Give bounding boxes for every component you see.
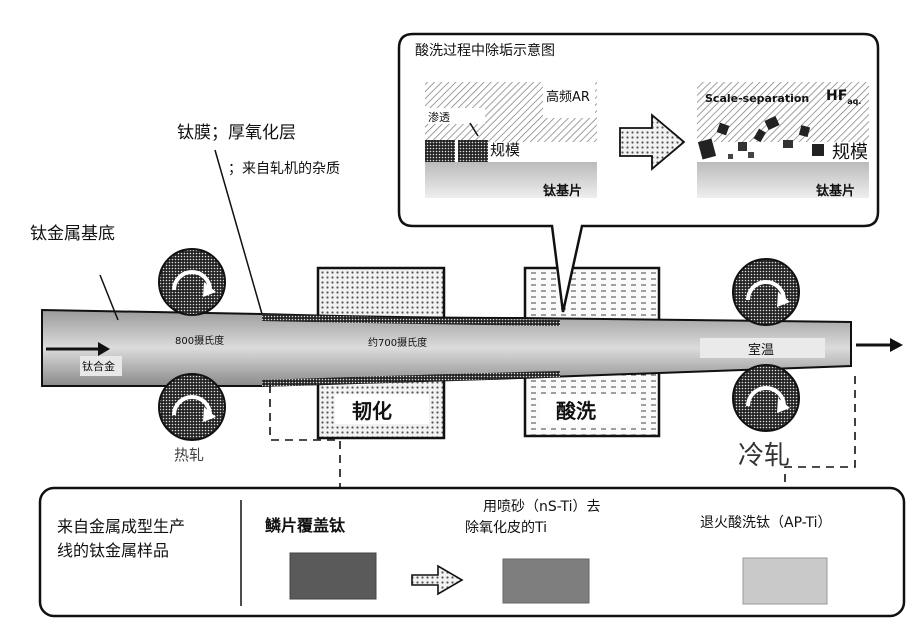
cold-roll-top xyxy=(732,258,800,326)
scale-covered-label: 鳞片覆盖钛 xyxy=(265,516,346,535)
ti-film-label: 钛膜；厚氧化层 xyxy=(177,123,296,143)
inset-right-panel xyxy=(697,82,869,198)
hot-roll-label: 热轧 xyxy=(174,446,205,464)
inset-right-substrate-label: 钛基片 xyxy=(816,184,856,199)
inset-acid-label: 高频AR xyxy=(546,90,590,105)
ti-substrate-label: 钛金属基底 xyxy=(30,224,115,244)
inset-title: 酸洗过程中除垢示意图 xyxy=(415,43,555,59)
sample-sandblasted xyxy=(502,558,590,604)
room-temp-label: 室温 xyxy=(748,343,775,358)
dashed-route-left xyxy=(269,385,341,495)
annealing-label-bg xyxy=(335,394,429,424)
sample-scale-covered xyxy=(289,552,377,600)
sandblasted-label: 用喷砂（nS-Ti）去 除氧化皮的Ti xyxy=(465,499,601,536)
annealing-label: 韧化 xyxy=(352,399,392,423)
hot-roll-bottom xyxy=(158,373,226,441)
inlet-arrow xyxy=(46,342,110,356)
inset-transition-arrow xyxy=(619,113,686,171)
pickling-label-bg xyxy=(540,394,640,424)
inset-separation-label: Scale-separation xyxy=(705,92,810,105)
inlet-label: 钛合金 xyxy=(82,360,115,373)
pickling-label: 酸洗 xyxy=(556,399,596,423)
film-leader xyxy=(214,149,263,315)
temp-700-label: 约700摄氏度 xyxy=(368,338,428,349)
inset-penetration-label: 渗透 xyxy=(428,111,450,124)
cold-roll-label: 冷轧 xyxy=(738,441,791,471)
oxide-layer-top xyxy=(262,314,560,326)
sample-annealed xyxy=(742,557,828,605)
substrate-leader xyxy=(99,274,119,321)
inset-left-panel xyxy=(425,82,597,198)
hot-roll-top xyxy=(158,248,226,316)
temp-800-label: 800摄氏度 xyxy=(175,336,225,347)
sample-arrow xyxy=(411,564,464,596)
outlet-arrow xyxy=(856,338,903,352)
cold-roll-bottom xyxy=(732,364,800,432)
inset-left-substrate-label: 钛基片 xyxy=(543,184,583,199)
inset-hf-label: HFaq. xyxy=(826,88,862,106)
inset-left-scale-label: 规模 xyxy=(490,141,521,159)
impurity-label: ；来自轧机的杂质 xyxy=(228,161,340,177)
inset-right-scale-label: 规模 xyxy=(832,142,868,163)
samples-box xyxy=(38,486,906,618)
oxide-layer-bottom xyxy=(262,371,560,387)
annealed-label: 退火酸洗钛（AP-Ti） xyxy=(700,515,832,531)
inlet-label-bg xyxy=(80,356,122,376)
room-temp-label-bg xyxy=(700,338,825,358)
samples-source-label: 来自金属成型生产 线的钛金属样品 xyxy=(57,517,186,560)
dashed-route-right xyxy=(784,376,856,495)
